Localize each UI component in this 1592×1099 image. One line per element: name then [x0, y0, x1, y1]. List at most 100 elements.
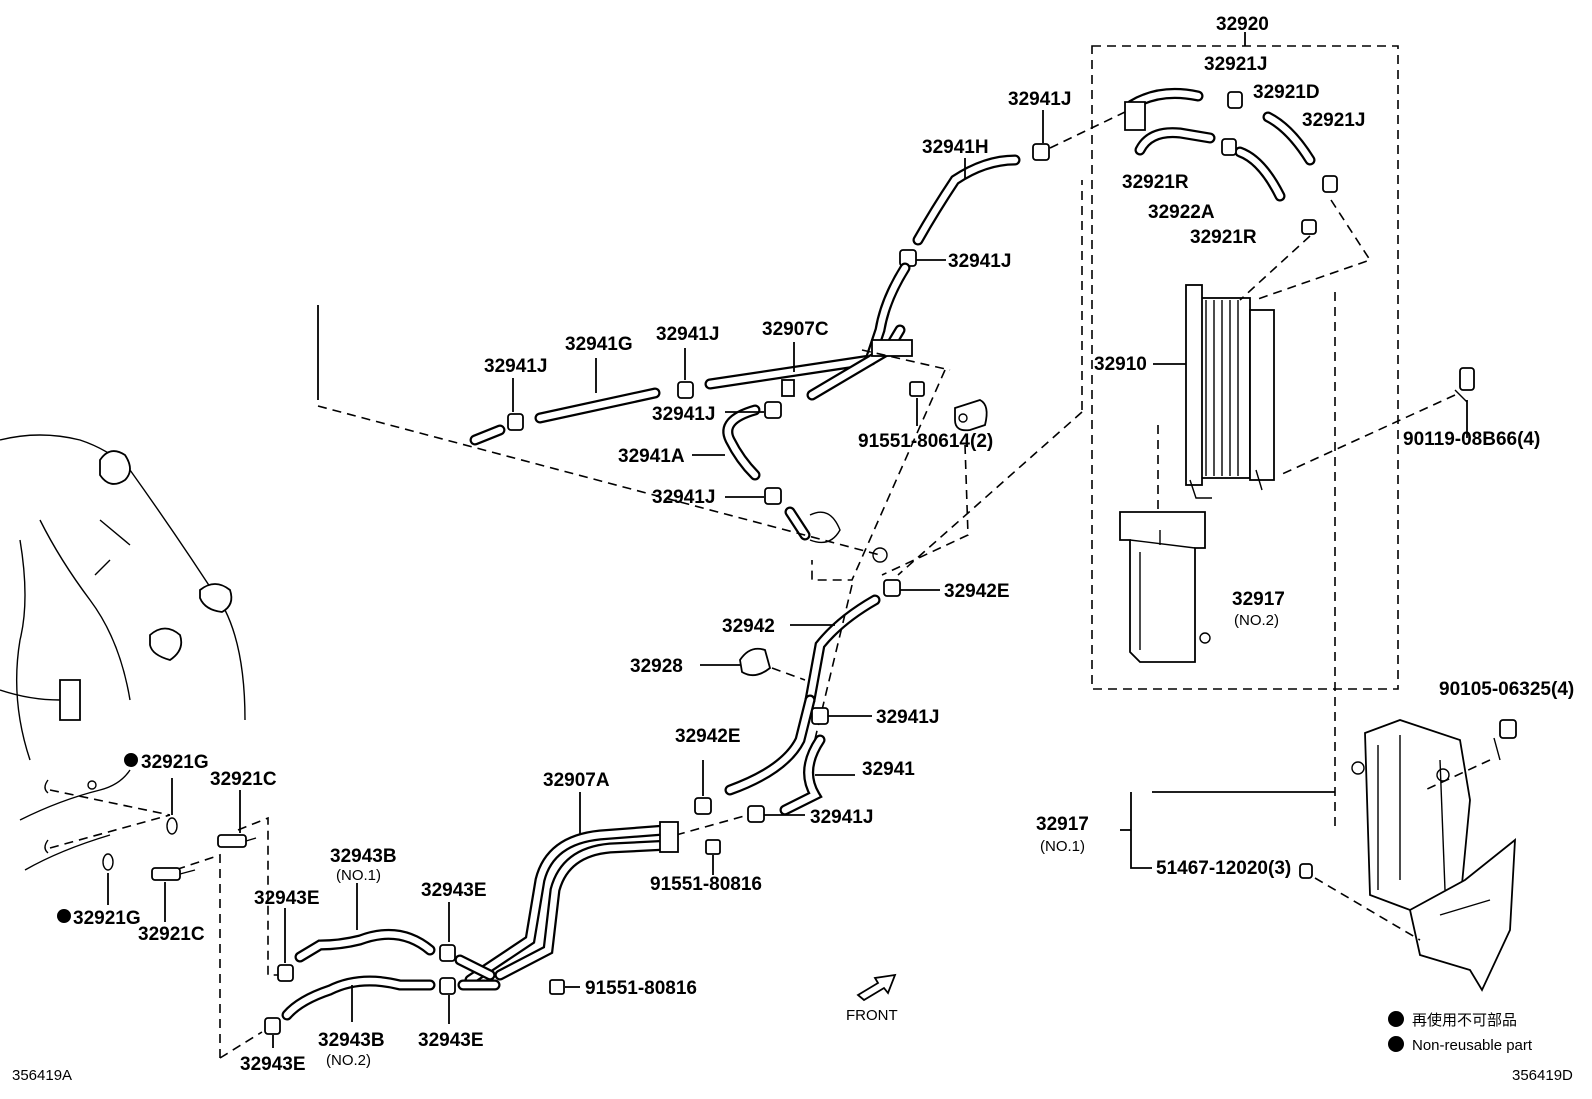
cooler-pipe-upper [1124, 87, 1216, 156]
label-32941A: 32941A [618, 446, 685, 467]
figure-code-right: 356419D [1512, 1067, 1573, 1084]
label-32922A: 32922A [1148, 202, 1215, 223]
clip-32941J-top[interactable] [1032, 143, 1050, 161]
hose-32943B-no2[interactable] [281, 975, 436, 1021]
label-32921J-b: 32921J [1302, 110, 1365, 131]
hose-32941[interactable] [724, 694, 826, 816]
label-32942: 32942 [722, 616, 775, 637]
label-32921J-a: 32921J [1204, 54, 1267, 75]
clip-32941J-g1[interactable] [507, 413, 524, 431]
clip-icons-assembly [1221, 91, 1338, 235]
oil-cooler-core-32910[interactable] [1185, 284, 1275, 499]
label-32941G: 32941G [565, 334, 633, 355]
label-32920: 32920 [1216, 14, 1269, 35]
non-reusable-marker-b [57, 909, 71, 923]
label-90105: 90105-06325(4) [1439, 679, 1574, 700]
hose-32941H[interactable] [912, 154, 1021, 246]
bolt-91551-80816-b[interactable] [549, 979, 565, 995]
label-32941J-d: 32941J [652, 487, 715, 508]
bolt-91551-80816-a[interactable] [705, 839, 721, 855]
label-32941J-g1: 32941J [484, 356, 547, 377]
label-32943E-a: 32943E [254, 888, 320, 909]
clip-32941J-g2[interactable] [677, 381, 694, 399]
label-32921G-a: 32921G [141, 752, 209, 773]
label-32921R-a: 32921R [1122, 172, 1189, 193]
label-91551-80816-b: 91551-80816 [585, 978, 697, 999]
clip-32941J-e[interactable] [811, 707, 829, 725]
label-32921R-b: 32921R [1190, 227, 1257, 248]
hose-32941A[interactable] [722, 404, 761, 481]
bracket-32917-no2[interactable] [1119, 511, 1211, 663]
pipe-32907A[interactable] [464, 821, 679, 986]
figure-code-left: 356419A [12, 1067, 72, 1084]
clip-32941J-c[interactable] [764, 401, 782, 419]
bracket-32917-no1[interactable] [1351, 719, 1471, 911]
label-32921G-b: 32921G [73, 908, 141, 929]
hose-32942[interactable] [804, 594, 881, 706]
label-32917-no1-sub: (NO.1) [1040, 838, 1085, 855]
label-32942E-a: 32942E [944, 581, 1010, 602]
label-91551-80614: 91551-80614(2) [858, 431, 993, 452]
label-32941J-g2: 32941J [656, 324, 719, 345]
clip-32941J-d[interactable] [764, 487, 782, 505]
hose-32941G[interactable] [534, 387, 661, 424]
bolt-91551-80614[interactable] [909, 381, 925, 397]
cooler-hose-32922A[interactable] [1234, 146, 1286, 202]
clip-32943E-d[interactable] [439, 977, 456, 995]
clamp-32928[interactable] [739, 647, 772, 677]
label-32941: 32941 [862, 759, 915, 780]
label-32943B-no1: 32943B [330, 846, 397, 867]
cooler-hose-32921D[interactable] [1262, 111, 1316, 166]
label-32921C-b: 32921C [138, 924, 205, 945]
oil-cooler-assembly-group [1091, 32, 1399, 830]
label-32941J-f: 32941J [810, 807, 873, 828]
clip-32943E-c[interactable] [264, 1017, 281, 1035]
label-32941J-c: 32941J [652, 404, 715, 425]
union-32921C-b[interactable] [151, 867, 196, 881]
union-32921C-a[interactable] [217, 834, 257, 848]
clip-51467[interactable] [1299, 863, 1313, 879]
under-cover[interactable] [1408, 838, 1517, 992]
label-32943B-no2-sub: (NO.2) [326, 1052, 371, 1069]
label-32941J-mid: 32941J [948, 251, 1011, 272]
label-32943E-b: 32943E [421, 880, 487, 901]
label-32942E-b: 32942E [675, 726, 741, 747]
label-51467: 51467-12020(3) [1156, 858, 1291, 879]
label-32921D: 32921D [1253, 82, 1320, 103]
label-90119: 90119-08B66(4) [1403, 429, 1540, 450]
bolt-90119[interactable] [1454, 367, 1475, 403]
label-32943B-no1-sub: (NO.1) [336, 867, 381, 884]
bracket-icon [954, 399, 988, 432]
hose-32943B-no1[interactable] [294, 928, 436, 963]
o-ring-32921G-b[interactable] [102, 853, 114, 871]
label-32941H: 32941H [922, 137, 989, 158]
clip-32942E-b[interactable] [694, 797, 712, 815]
o-ring-32921G-a[interactable] [166, 817, 178, 835]
label-32917-no2-sub: (NO.2) [1234, 612, 1279, 629]
label-32943B-no2: 32943B [318, 1030, 385, 1051]
label-32907A: 32907A [543, 770, 610, 791]
label-32907C: 32907C [762, 319, 829, 340]
non-reusable-marker-a [124, 753, 138, 767]
label-front: FRONT [846, 1007, 898, 1024]
label-32943E-d: 32943E [418, 1030, 484, 1051]
legend-text-en: Non-reusable part [1412, 1037, 1533, 1054]
label-91551-80816-a: 91551-80816 [650, 874, 762, 895]
legend-dot-jp [1388, 1011, 1404, 1027]
label-32941J-top: 32941J [1008, 89, 1071, 110]
legend-text-jp: 再使用不可部品 [1412, 1012, 1517, 1029]
label-32921C-a: 32921C [210, 769, 277, 790]
pipe-32907C[interactable] [704, 262, 913, 401]
legend-dot-en [1388, 1036, 1404, 1052]
clip-32941J-f[interactable] [747, 805, 765, 823]
clip-32942E-a[interactable] [883, 579, 901, 597]
clip-32943E-b[interactable] [439, 944, 456, 962]
label-32943E-c: 32943E [240, 1054, 306, 1075]
transmission-case [0, 434, 246, 871]
label-32928: 32928 [630, 656, 683, 677]
bolt-90105[interactable] [1493, 719, 1517, 761]
label-32910: 32910 [1094, 354, 1147, 375]
label-32917-no2: 32917 [1232, 589, 1285, 610]
clip-32943E-a[interactable] [277, 964, 294, 982]
